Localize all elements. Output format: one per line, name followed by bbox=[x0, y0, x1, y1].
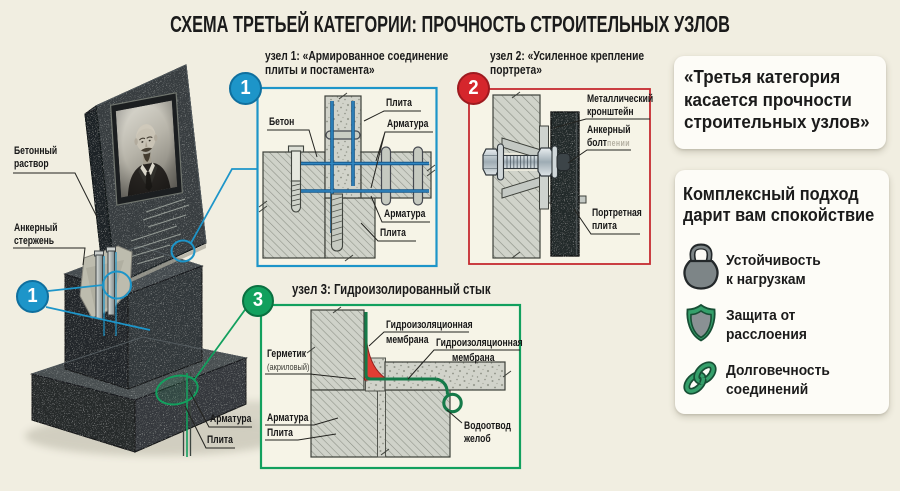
mortar-joint bbox=[118, 244, 206, 288]
node1-badge: 1 bbox=[229, 72, 262, 105]
label-membrane-right-2: мембрана bbox=[452, 352, 495, 364]
benefit-item-durability: Долговечность соединений bbox=[726, 363, 830, 398]
label-sealant-note: (акриловый) bbox=[267, 362, 310, 373]
artifact-text: пении bbox=[606, 138, 630, 148]
quote-card bbox=[674, 56, 886, 149]
label-monument-rebar: Арматура bbox=[210, 413, 252, 425]
page-title: СХЕМА ТРЕТЬЕЙ КАТЕГОРИИ: ПРОЧНОСТЬ СТРОИ… bbox=[170, 11, 730, 37]
label-portrait-slab: Портретная плита bbox=[592, 207, 642, 232]
label-sealant: Герметик bbox=[267, 348, 307, 360]
stone-edges bbox=[31, 64, 247, 375]
node1-slab-right bbox=[360, 151, 432, 199]
node3-slab bbox=[384, 361, 506, 391]
base-joint-lines bbox=[182, 372, 192, 457]
label-monument-slab: Плита bbox=[207, 434, 233, 446]
node3-lower-block bbox=[310, 389, 451, 458]
label-membrane-top-2: мембрана bbox=[386, 334, 429, 346]
benefit-item-protection: Защита от расслоения bbox=[726, 308, 807, 343]
quote-text: «Третья категория касается прочности стр… bbox=[684, 66, 870, 132]
bracket-top-wing bbox=[501, 137, 542, 160]
label-slab-top: Плита bbox=[386, 97, 412, 109]
node3-badge: 3 bbox=[242, 285, 274, 317]
node2-portrait-slab bbox=[550, 111, 580, 257]
lenin-portrait bbox=[111, 93, 183, 205]
benefits-heading: Комплексный подход дарит вам спокойствие bbox=[683, 184, 875, 225]
node1-drawing bbox=[256, 86, 438, 268]
node2-title-line1: узел 2: «Усиленное крепление bbox=[490, 48, 645, 63]
monument-stone bbox=[30, 64, 248, 453]
anchor-bolt bbox=[482, 143, 571, 181]
anchor-dowel bbox=[287, 145, 305, 213]
node2-badge: 2 bbox=[457, 72, 490, 105]
bracket-plate bbox=[539, 125, 549, 210]
label-anchor-rod: Анкерный стержень bbox=[14, 222, 58, 247]
label-membrane-top-1: Гидроизоляционная bbox=[386, 319, 473, 331]
label-gutter: Водоотвод желоб bbox=[464, 420, 511, 445]
monument-badge: 1 bbox=[16, 280, 49, 313]
node1-concrete-left bbox=[262, 151, 326, 259]
node3-wall bbox=[310, 309, 365, 391]
node1-central-anchor bbox=[330, 193, 344, 252]
node2-break-marks bbox=[511, 91, 521, 259]
engraved-lines bbox=[129, 198, 190, 265]
node1-title-line2: плиты и постамента» bbox=[265, 62, 375, 77]
benefit-item-stability: Устойчивость к нагрузкам bbox=[726, 253, 821, 288]
bracket-bottom-wing bbox=[501, 176, 542, 199]
sealant-shape bbox=[364, 338, 385, 381]
node3-title: узел 3: Гидроизолированный стык bbox=[292, 282, 491, 298]
label-membrane-right-1: Гидроизоляционная bbox=[436, 337, 523, 349]
node2-wall bbox=[492, 94, 541, 259]
node1-box bbox=[256, 86, 438, 268]
monument-leaders bbox=[13, 172, 252, 449]
label-node3-slab: Плита bbox=[267, 427, 293, 439]
label-concrete: Бетон bbox=[269, 116, 295, 128]
label-rebar-top: Арматура bbox=[387, 118, 429, 130]
node1-concrete-bottom bbox=[324, 197, 376, 259]
label-node3-rebar: Арматура bbox=[267, 412, 309, 424]
label-anchor-bolt: Анкерный болтпении bbox=[587, 124, 631, 149]
label-rebar-bottom: Арматура bbox=[384, 208, 426, 220]
node1-title-line1: узел 1: «Армированное соединение bbox=[265, 48, 449, 63]
label-slab-bottom: Плита bbox=[380, 227, 406, 239]
anchor-cutaway bbox=[79, 245, 133, 336]
node2-title-line2: портрета» bbox=[490, 62, 542, 77]
node1-column bbox=[324, 95, 362, 199]
label-bracket: Металлический кронштейн bbox=[587, 93, 654, 118]
label-mortar: Бетонный раствор bbox=[14, 145, 58, 170]
connectors bbox=[45, 168, 257, 406]
